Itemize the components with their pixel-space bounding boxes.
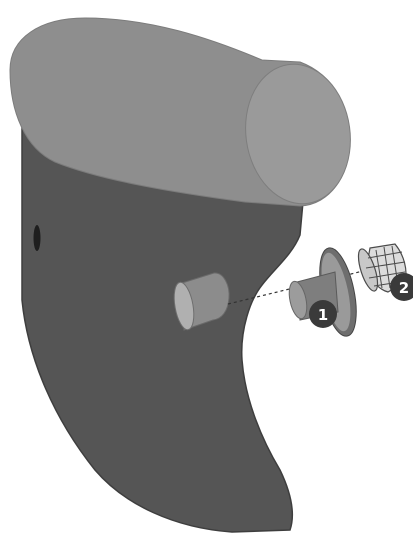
side-hole bbox=[34, 225, 41, 251]
callout-1-label: 1 bbox=[318, 306, 328, 324]
callout-2-label: 2 bbox=[399, 279, 409, 297]
callout-1: 1 bbox=[309, 300, 337, 328]
